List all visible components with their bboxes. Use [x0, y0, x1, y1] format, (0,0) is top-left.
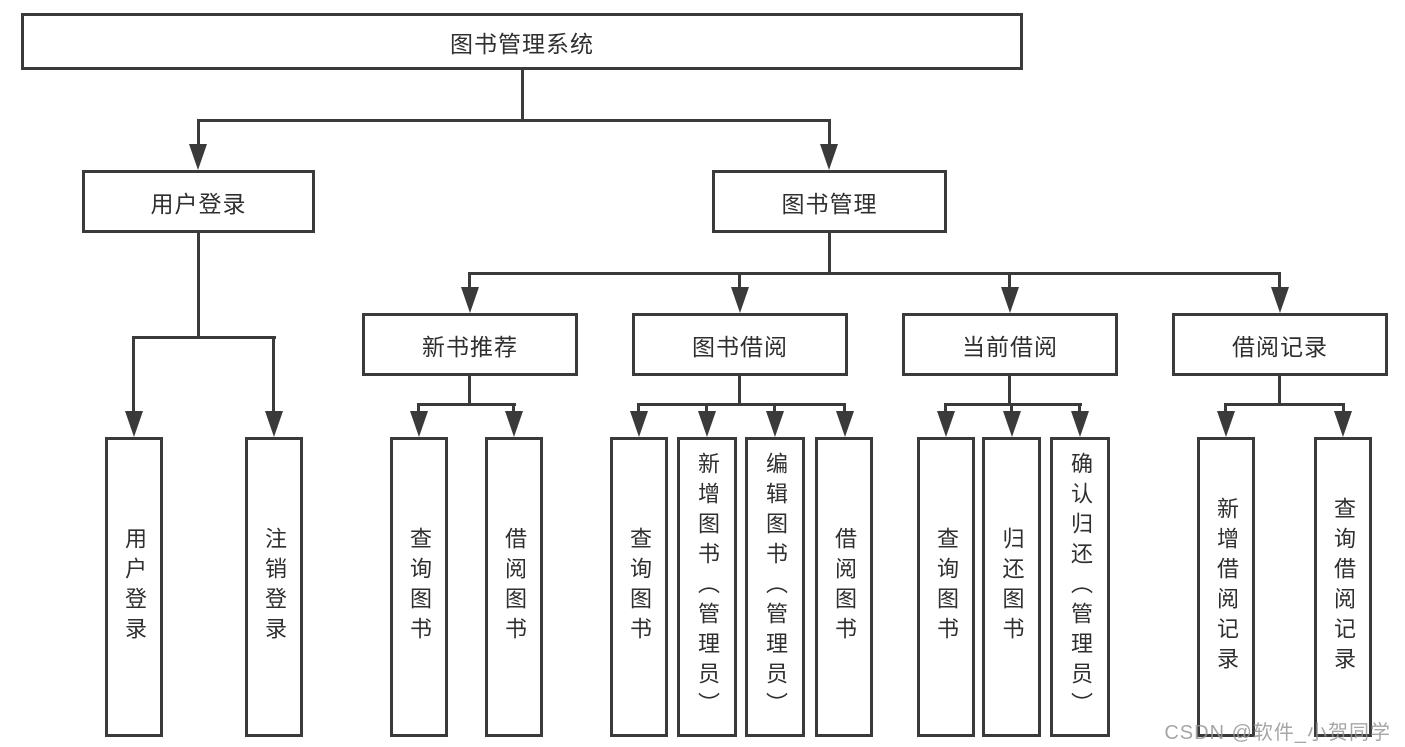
- leaf-return-books: 归还图书: [982, 437, 1041, 737]
- leaf-borrow-books-label: 借阅图书: [832, 527, 857, 647]
- node-user-login: 用户登录: [82, 170, 315, 233]
- leaf-add-borrow-record: 新增借阅记录: [1197, 437, 1255, 737]
- leaf-query-books-recommend-label: 查询图书: [407, 527, 432, 647]
- arrowhead-down-icon: [836, 411, 854, 437]
- connector-line: [132, 336, 276, 339]
- connector-line: [197, 119, 831, 122]
- connector-line: [1010, 403, 1013, 415]
- arrowhead-down-icon: [731, 287, 749, 313]
- connector-line: [637, 403, 846, 406]
- node-new-book-recommend-label: 新书推荐: [422, 333, 518, 360]
- leaf-query-books-recommend: 查询图书: [390, 437, 448, 737]
- leaf-logout-label: 注销登录: [262, 527, 287, 647]
- arrowhead-down-icon: [189, 144, 207, 170]
- node-new-book-recommend: 新书推荐: [362, 313, 578, 376]
- arrowhead-down-icon: [820, 144, 838, 170]
- leaf-return-books-label: 归还图书: [999, 527, 1025, 647]
- connector-line: [1278, 376, 1281, 405]
- leaf-borrow-books: 借阅图书: [815, 437, 873, 737]
- connector-line: [1278, 272, 1281, 290]
- node-book-management-label: 图书管理: [781, 190, 878, 217]
- node-book-borrow-label: 图书借阅: [692, 333, 788, 360]
- leaf-user-login-label: 用户登录: [122, 527, 147, 647]
- arrowhead-down-icon: [937, 411, 955, 437]
- arrowhead-down-icon: [461, 287, 479, 313]
- arrowhead-down-icon: [1271, 287, 1289, 313]
- leaf-query-books-borrow: 查询图书: [610, 437, 668, 737]
- connector-line: [705, 403, 708, 415]
- arrowhead-down-icon: [1003, 411, 1021, 437]
- connector-line: [1008, 376, 1011, 405]
- connector-line: [738, 376, 741, 405]
- leaf-edit-books-admin-label: 编辑图书（管理员）: [763, 452, 788, 722]
- arrowhead-down-icon: [505, 411, 523, 437]
- connector-line: [132, 336, 135, 414]
- leaf-logout: 注销登录: [245, 437, 303, 737]
- leaf-user-login: 用户登录: [105, 437, 163, 737]
- connector-line: [417, 403, 420, 415]
- leaf-add-books-admin-label: 新增图书（管理员）: [695, 452, 720, 722]
- arrowhead-down-icon: [766, 411, 784, 437]
- arrowhead-down-icon: [1334, 411, 1352, 437]
- node-book-borrow: 图书借阅: [632, 313, 848, 376]
- connector-line: [1224, 403, 1227, 415]
- connector-line: [512, 403, 515, 415]
- connector-line: [1008, 272, 1011, 290]
- node-root: 图书管理系统: [21, 13, 1023, 70]
- node-current-borrow: 当前借阅: [902, 313, 1118, 376]
- connector-line: [944, 403, 1082, 406]
- leaf-confirm-return-admin: 确认归还（管理员）: [1050, 437, 1110, 737]
- node-book-management: 图书管理: [712, 170, 947, 233]
- arrowhead-down-icon: [698, 411, 716, 437]
- connector-line: [773, 403, 776, 415]
- arrowhead-down-icon: [1217, 411, 1235, 437]
- connector-line: [468, 272, 1281, 275]
- node-root-label: 图书管理系统: [450, 30, 594, 57]
- leaf-edit-books-admin: 编辑图书（管理员）: [745, 437, 805, 737]
- leaf-query-borrow-record: 查询借阅记录: [1314, 437, 1372, 737]
- connector-line: [828, 233, 831, 275]
- connector-line: [738, 272, 741, 290]
- connector-line: [944, 403, 947, 415]
- connector-line: [637, 403, 640, 415]
- leaf-query-borrow-record-label: 查询借阅记录: [1331, 497, 1356, 677]
- connector-line: [1224, 403, 1345, 406]
- connector-line: [1342, 403, 1345, 415]
- connector-line: [521, 69, 524, 121]
- leaf-borrow-books-recommend: 借阅图书: [485, 437, 543, 737]
- connector-line: [468, 376, 471, 405]
- connector-line: [197, 119, 200, 149]
- leaf-confirm-return-admin-label: 确认归还（管理员）: [1068, 452, 1093, 722]
- csdn-watermark: CSDN @软件_小贺同学: [1164, 722, 1391, 744]
- node-borrow-records: 借阅记录: [1172, 313, 1388, 376]
- arrowhead-down-icon: [125, 411, 143, 437]
- leaf-add-books-admin: 新增图书（管理员）: [677, 437, 737, 737]
- leaf-query-books-current-label: 查询图书: [934, 527, 959, 647]
- leaf-query-books-current: 查询图书: [917, 437, 975, 737]
- arrowhead-down-icon: [630, 411, 648, 437]
- arrowhead-down-icon: [410, 411, 428, 437]
- node-borrow-records-label: 借阅记录: [1232, 333, 1328, 360]
- node-user-login-label: 用户登录: [150, 190, 247, 217]
- arrowhead-down-icon: [1001, 287, 1019, 313]
- connector-line: [843, 403, 846, 415]
- leaf-query-books-borrow-label: 查询图书: [627, 527, 652, 647]
- connector-line: [197, 233, 200, 339]
- leaf-add-borrow-record-label: 新增借阅记录: [1214, 497, 1239, 677]
- connector-line: [272, 336, 275, 414]
- leaf-borrow-books-recommend-label: 借阅图书: [502, 527, 527, 647]
- node-current-borrow-label: 当前借阅: [962, 333, 1058, 360]
- arrowhead-down-icon: [265, 411, 283, 437]
- connector-line: [468, 272, 471, 290]
- arrowhead-down-icon: [1071, 411, 1089, 437]
- connector-line: [1078, 403, 1081, 415]
- connector-line: [417, 403, 516, 406]
- connector-line: [828, 119, 831, 149]
